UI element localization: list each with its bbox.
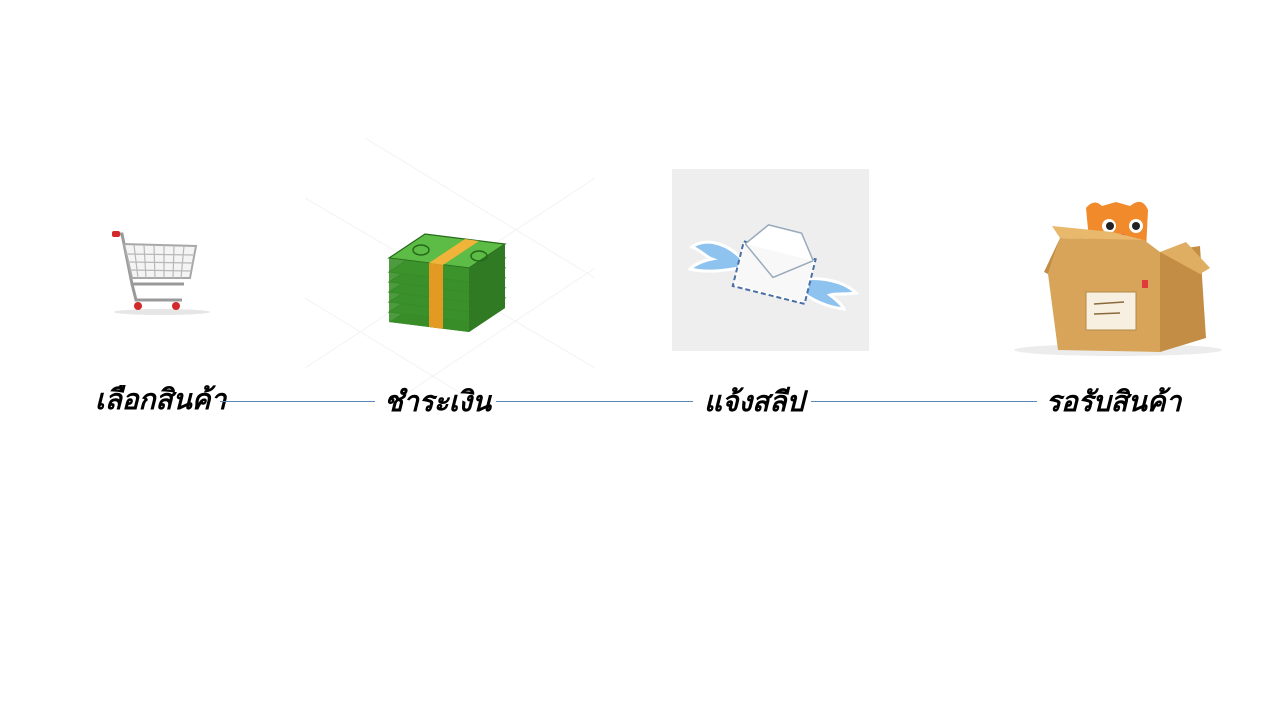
connector-line <box>496 401 693 402</box>
winged-envelope-icon <box>672 169 869 351</box>
step-label-payment: ชำระเงิน <box>384 385 492 418</box>
step-label-select-product: เลือกสินค้า <box>95 383 227 416</box>
shopping-cart-icon <box>104 226 214 318</box>
cat-in-box-icon <box>1000 190 1222 360</box>
connector-line <box>811 401 1037 402</box>
money-stack-icon <box>304 137 596 409</box>
step-label-wait-delivery: รอรับสินค้า <box>1046 385 1182 418</box>
connector-line <box>220 401 375 402</box>
step-label-send-slip: แจ้งสลีป <box>704 385 805 418</box>
